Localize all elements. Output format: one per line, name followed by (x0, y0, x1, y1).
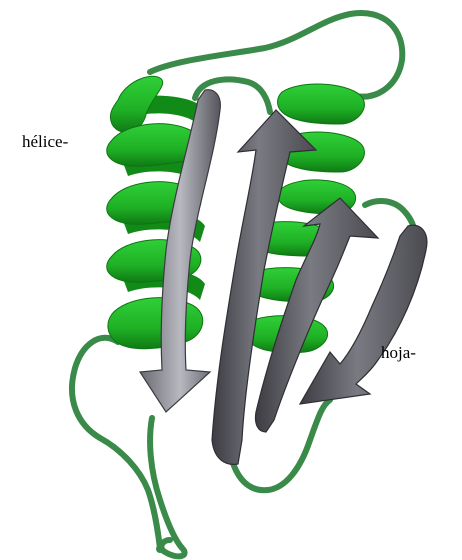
loop-top-arch (150, 13, 402, 97)
loop-bottom-knot (150, 418, 185, 556)
loop-left-lower (72, 338, 160, 548)
sheet-label: hoja- (381, 344, 416, 361)
helix-label: hélice- (22, 133, 68, 150)
coil-termini (156, 545, 164, 553)
loop-bottom-right (232, 400, 330, 490)
